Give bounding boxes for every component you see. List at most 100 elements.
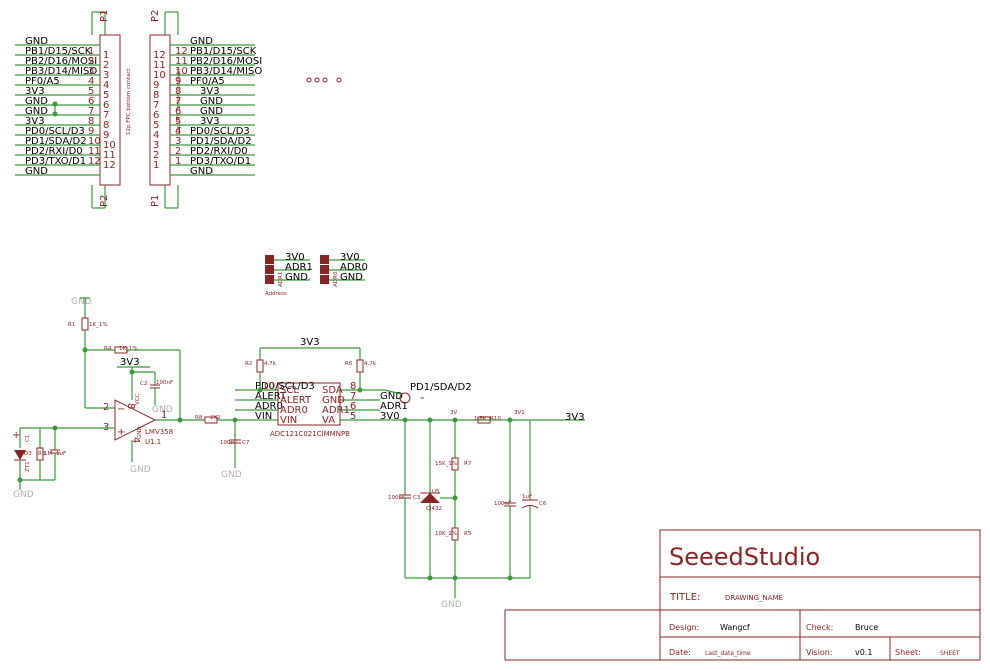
right-pin-number-inner: 7	[153, 100, 159, 111]
adc-testpoint: =	[420, 396, 425, 402]
left-pin-number-outer: 8	[88, 116, 94, 127]
adc-part: ADC121C021CIMMNPB	[270, 430, 350, 438]
jumper-right-net-3: GND	[340, 272, 363, 283]
right-pin-number-outer: 9	[175, 76, 181, 87]
right-net-label: PB3/D14/MISO	[190, 66, 262, 77]
analog-section: GND R1 1K_1% R4 1K_1% 3V3 C2 100nF GND −…	[12, 297, 278, 500]
right-net-label: PD3/TXO/D1	[190, 156, 251, 167]
left-pin-number-outer: 9	[88, 126, 94, 137]
r1-ref: R1	[68, 322, 75, 328]
right-pin-number-inner: 8	[153, 90, 159, 101]
right-net-label: PD2/RXI/D0	[190, 146, 248, 157]
regulator-section: 3V 1.8K R10 3V1 3V3 100nF C3 U5 CJ432 15…	[388, 410, 585, 610]
title-value: DRAWING_NAME	[725, 594, 783, 602]
left-pin-number-inner: 12	[103, 160, 116, 171]
left-pin-number-inner: 11	[103, 150, 116, 161]
jumper-right-net-1: 3V0	[340, 252, 360, 263]
svg-text:+: +	[117, 427, 125, 438]
right-pin-number-inner: 11	[153, 60, 166, 71]
opamp-supply-label: 3V3	[120, 357, 140, 368]
c7-gnd-label: GND	[221, 470, 242, 480]
left-net-label: PB1/D15/SCK	[25, 46, 92, 57]
u5-ref: U5	[432, 489, 440, 495]
connector-left: P1 P2 12p FPC bottom contact GNDPB1/D15/…	[15, 10, 132, 209]
jumper-left-net-1: 3V0	[285, 252, 305, 263]
adc-right-net: GND	[380, 391, 403, 402]
jumper-caption: Address	[265, 291, 287, 297]
regulator-output: 3V3	[565, 412, 585, 423]
right-pin-number-outer: 10	[175, 66, 188, 77]
c2-ref: C2	[140, 381, 147, 387]
left-net-label: PD0/SCL/D3	[25, 126, 85, 137]
adc-left-net: VIN	[255, 411, 272, 422]
adc-right-net: ADR1	[380, 401, 408, 412]
left-pin-number-inner: 8	[103, 120, 109, 131]
design-value: Wangcf	[720, 623, 750, 632]
right-pin-number-outer: 8	[175, 86, 181, 97]
opamp-pin-minus: 2	[103, 402, 109, 413]
adc-section: 3V3 R2 4.7k R6 4.7k PD0/SCL/D3ALERTADR0V…	[235, 337, 530, 438]
left-pin-number-outer: 7	[88, 106, 94, 117]
adc-right-pin-number: 7	[350, 391, 356, 402]
c3-value: 100nF	[388, 495, 405, 501]
adc-left-pin-number: 10	[262, 381, 275, 392]
left-res-value: 1M	[44, 451, 52, 457]
left-net-label: PD2/RXI/D0	[25, 146, 83, 157]
jumper-left-ref: ADR1	[278, 272, 284, 287]
connector-right-part-label: 12p FPC bottom contact	[176, 68, 182, 135]
address-jumper-left: 3V0 ADR1 GND ADR1 Address	[265, 252, 313, 297]
r8-ref: R8	[195, 415, 203, 421]
right-pin-number-inner: 9	[153, 80, 159, 91]
left-pin-number-inner: 7	[103, 110, 109, 121]
right-pin-number-inner: 4	[153, 130, 159, 141]
r7-value: 15K_1%	[435, 461, 457, 467]
right-pin-number-outer: 6	[175, 106, 181, 117]
left-pin-number-outer: 5	[88, 86, 94, 97]
adc-left-pin: VIN	[280, 415, 297, 426]
node-3v1: 3V1	[514, 410, 525, 416]
right-pin-number-inner: 2	[153, 150, 159, 161]
left-net-label: GND	[25, 96, 48, 107]
adc-right-pin: SDA	[322, 385, 343, 396]
regulator-gnd-label: GND	[441, 600, 462, 610]
opamp-part: LMV358	[145, 428, 173, 436]
adc-right-pin: ADR1	[322, 405, 350, 416]
c6-value: 1uF	[522, 494, 532, 500]
d3-ref: D3	[24, 451, 32, 457]
right-net-label: GND	[200, 106, 223, 117]
left-pin-number-inner: 1	[103, 50, 109, 61]
left-pin-number-outer: 2	[88, 56, 94, 67]
c2-value: 100nF	[156, 380, 173, 386]
adc-left-net: ADR0	[255, 401, 283, 412]
right-net-label: PD0/SCL/D3	[190, 126, 250, 137]
r6-value: 4.7k	[364, 361, 377, 367]
left-pin-number-inner: 9	[103, 130, 109, 141]
right-net-label: GND	[190, 166, 213, 177]
left-net-label: PB2/D16/MOSI	[25, 56, 97, 67]
left-cap-ref: C1	[25, 435, 31, 442]
r2-ref: R2	[245, 361, 252, 367]
jumper-left-net-2: ADR1	[285, 262, 313, 273]
c2-gnd-label: GND	[152, 405, 173, 415]
adc-left-pin: ALERT	[280, 395, 312, 406]
left-pin-number-outer: 6	[88, 96, 94, 107]
left-net-label: 3V3	[25, 86, 45, 97]
left-pin-number-inner: 5	[103, 90, 109, 101]
right-pin-number-outer: 3	[175, 136, 181, 147]
test-markers	[306, 77, 342, 83]
adc-right-pin-number: 8	[350, 381, 356, 392]
node-3v: 3V	[450, 410, 457, 416]
left-net-label: PB3/D14/MISO	[25, 66, 97, 77]
left-pin-number-inner: 3	[103, 70, 109, 81]
left-pin-number-inner: 4	[103, 80, 109, 91]
adc-sda-net: PD1/SDA/D2	[410, 382, 472, 393]
r10-ref: R10	[490, 416, 501, 422]
sheet-label: Sheet:	[895, 648, 921, 657]
right-pin-number-outer: 5	[175, 116, 181, 127]
left-pin-number-outer: 11	[88, 146, 101, 157]
left-pin-number-inner: 2	[103, 60, 109, 71]
r4-ref: R4	[104, 346, 112, 352]
r6-ref: R6	[345, 361, 353, 367]
right-pin-number-outer: 4	[175, 126, 181, 137]
